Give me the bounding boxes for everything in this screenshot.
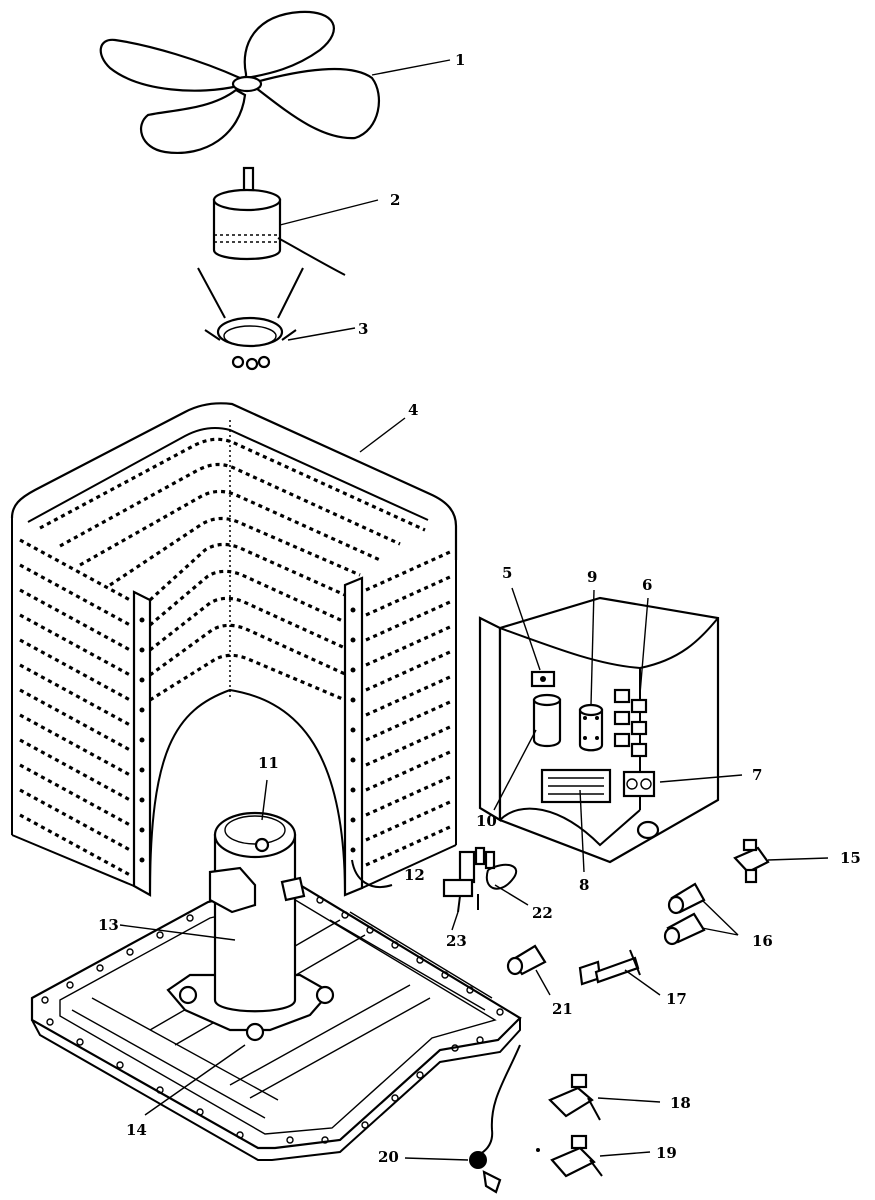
service-valve-15	[733, 838, 829, 884]
callout-20: 20	[378, 1148, 399, 1166]
control-box	[478, 587, 743, 873]
callout-11: 11	[258, 754, 279, 772]
callout-3: 3	[358, 320, 368, 338]
callout-17: 17	[666, 990, 687, 1008]
callout-8: 8	[579, 876, 589, 894]
tubing	[351, 859, 393, 888]
drier-21	[506, 944, 551, 996]
filter-driers-16	[663, 882, 739, 946]
contactor	[530, 670, 556, 688]
callout-10: 10	[476, 812, 497, 830]
callout-7: 7	[752, 766, 762, 784]
callout-numbers: 1 2 3 4 5 6 7 8 9 10 11 12 13 14 15 16 1…	[98, 51, 861, 1166]
tube-fitting-17	[578, 949, 661, 996]
condenser-coil	[10, 402, 458, 897]
leader-14	[144, 1044, 246, 1116]
terminal-block	[613, 688, 648, 758]
callout-13: 13	[98, 916, 119, 934]
callout-19: 19	[656, 1144, 677, 1162]
callout-5: 5	[502, 564, 512, 582]
motor-mount	[197, 267, 356, 371]
fan-motor	[212, 166, 379, 276]
relay	[622, 770, 656, 798]
callout-18: 18	[670, 1094, 691, 1112]
callout-22: 22	[532, 904, 553, 922]
callout-1: 1	[455, 51, 465, 69]
reversing-valve	[442, 846, 529, 931]
callout-9: 9	[587, 568, 597, 586]
callout-15: 15	[840, 849, 861, 867]
defrost-board	[540, 768, 612, 804]
callout-14: 14	[126, 1121, 147, 1139]
callout-21: 21	[552, 1000, 573, 1018]
callout-12: 12	[404, 866, 425, 884]
run-capacitor	[532, 693, 562, 748]
callout-4: 4	[408, 401, 418, 419]
service-valve-19	[536, 1134, 651, 1178]
fan-capacitor	[578, 703, 604, 752]
callout-16: 16	[752, 932, 773, 950]
coil-end-plate-holes	[139, 607, 356, 863]
callout-6: 6	[642, 576, 652, 594]
service-valve-18	[548, 1073, 661, 1121]
sensor-20	[404, 1044, 521, 1194]
compressor	[119, 779, 335, 1042]
coil-fins-left	[19, 538, 131, 877]
coil-fins-back	[39, 420, 426, 702]
callout-2: 2	[390, 191, 400, 209]
base-pan-holes	[41, 896, 504, 1144]
fan-blade	[99, 10, 451, 155]
coil-fins-right	[365, 550, 451, 867]
callout-23: 23	[446, 932, 467, 950]
